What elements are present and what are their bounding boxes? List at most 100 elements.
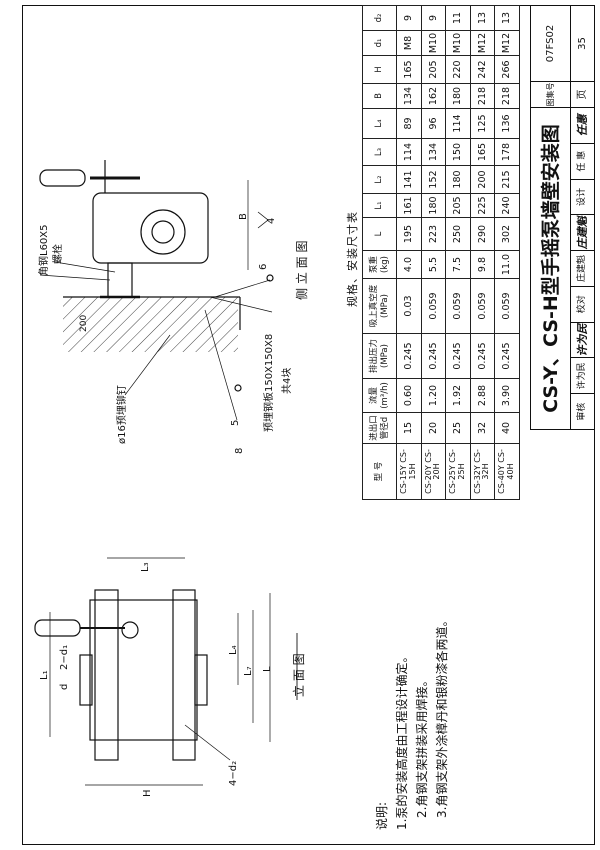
column-header: d₂ — [362, 5, 397, 31]
callout-5: 5 — [230, 420, 241, 426]
table-cell: 215 — [494, 165, 519, 194]
pump-body — [92, 192, 209, 264]
table-cell: 4.0 — [396, 250, 421, 279]
dim-4-d2: 4−d₂ — [228, 761, 239, 786]
model-cell: CS-20Y CS-20H — [421, 443, 446, 500]
table-cell: 96 — [421, 108, 446, 139]
pump-handle — [39, 169, 86, 187]
wall-section — [63, 297, 238, 352]
table-cell: 0.245 — [421, 333, 446, 379]
model-cell: CS-32Y CS-32H — [470, 443, 495, 500]
title-block: CS-Y、CS-H型手摇泵墙壁安装图 审核 许为民 许为民 校对 庄建魁 庄建魁… — [530, 5, 595, 430]
dim-l1: L₁ — [39, 670, 50, 680]
dim-d: d — [59, 684, 70, 690]
table-cell: 266 — [494, 55, 519, 84]
table-cell: 40 — [494, 412, 519, 444]
sig-cell: 校对 — [571, 285, 594, 322]
table-cell: 218 — [470, 83, 495, 109]
table-cell: 180 — [421, 193, 446, 218]
table-cell: 9 — [396, 5, 421, 31]
table-cell: 0.059 — [445, 278, 470, 334]
table-cell: 1.92 — [445, 378, 470, 413]
table-cell: 205 — [421, 55, 446, 84]
column-header: H — [362, 55, 397, 84]
table-cell: 180 — [445, 165, 470, 194]
table-cell: 0.03 — [396, 278, 421, 334]
plate-qty-label: 共4块 — [281, 368, 293, 394]
pump-outline — [89, 599, 198, 741]
table-cell: 2.88 — [470, 378, 495, 413]
column-header: 排出压力(MPa) — [362, 333, 397, 379]
angle-steel-label: 角钢L60X5 — [37, 224, 50, 276]
table-cell: 125 — [470, 108, 495, 139]
dim-200: 200 — [79, 315, 89, 332]
model-cell: CS-40Y CS-40H — [494, 443, 519, 500]
table-cell: 0.245 — [445, 333, 470, 379]
page-label: 页 — [571, 81, 594, 107]
table-cell: M10 — [421, 30, 446, 56]
table-cell: 25 — [445, 412, 470, 444]
table-cell: 302 — [494, 217, 519, 251]
model-cell: CS-15Y CS-15H — [396, 443, 421, 500]
atlas-label: 图集号 — [531, 81, 571, 107]
frame-left-angle — [94, 589, 119, 761]
column-header: L₄ — [362, 108, 397, 139]
sig-cell: 任 惠 — [571, 142, 594, 179]
table-cell: 223 — [421, 217, 446, 251]
column-header: 泵重(kg) — [362, 250, 397, 279]
callout-4: 4 — [266, 218, 277, 224]
table-cell: 11.0 — [494, 250, 519, 279]
table-cell: 0.245 — [494, 333, 519, 379]
column-header: 型 号 — [362, 443, 397, 500]
table-cell: 9 — [421, 5, 446, 31]
table-cell: 32 — [470, 412, 495, 444]
column-header: L₂ — [362, 165, 397, 194]
dim-l: L — [262, 666, 273, 672]
signature-handwritten: 任惠 — [576, 114, 589, 137]
table-cell: 15 — [396, 412, 421, 444]
table-cell: 162 — [421, 83, 446, 109]
table-cell: 5.5 — [421, 250, 446, 279]
table-cell: 225 — [470, 193, 495, 218]
table-cell: M12 — [494, 30, 519, 56]
dim-2-d1: 2−d₁ — [59, 645, 70, 670]
table-cell: 114 — [445, 108, 470, 139]
table-cell: 180 — [445, 83, 470, 109]
table-cell: M8 — [396, 30, 421, 56]
column-header: L — [362, 217, 397, 251]
model-cell: CS-25Y CS-25H — [445, 443, 470, 500]
table-cell: 218 — [494, 83, 519, 109]
table-cell: 220 — [445, 55, 470, 84]
table-cell: 13 — [494, 5, 519, 31]
table-cell: 0.60 — [396, 378, 421, 413]
note-item: 2.角钢支架拼装采用焊接。 — [415, 674, 429, 818]
bolt-label: 螺栓 — [51, 244, 64, 264]
page-number: 35 — [577, 37, 588, 50]
front-view-title: 立 面 图 — [291, 653, 306, 697]
sig-cell: 庄建魁 — [571, 250, 594, 286]
table-cell: 0.059 — [494, 278, 519, 334]
table-cell: 11 — [445, 5, 470, 31]
table-cell: 114 — [396, 138, 421, 166]
signature-handwritten: 许为民 — [571, 321, 594, 358]
spec-table-caption: 规格、安装尺寸表 — [346, 211, 359, 307]
note-item: 3.角钢支架外涂樟丹和银粉漆各两道。 — [435, 614, 449, 818]
side-view-title: 侧 立 面 图 — [294, 241, 309, 300]
table-cell: 165 — [396, 55, 421, 84]
table-cell: 205 — [445, 193, 470, 218]
table-cell: 240 — [494, 193, 519, 218]
table-cell: 152 — [421, 165, 446, 194]
pump-wheel — [140, 209, 186, 255]
table-cell: M12 — [470, 30, 495, 56]
dim-l4: L₄ — [228, 645, 239, 655]
signature-handwritten: 庄建魁 — [571, 214, 594, 251]
table-cell: 161 — [396, 193, 421, 218]
plate-label: 预埋钢板150X150X8 — [262, 334, 275, 432]
